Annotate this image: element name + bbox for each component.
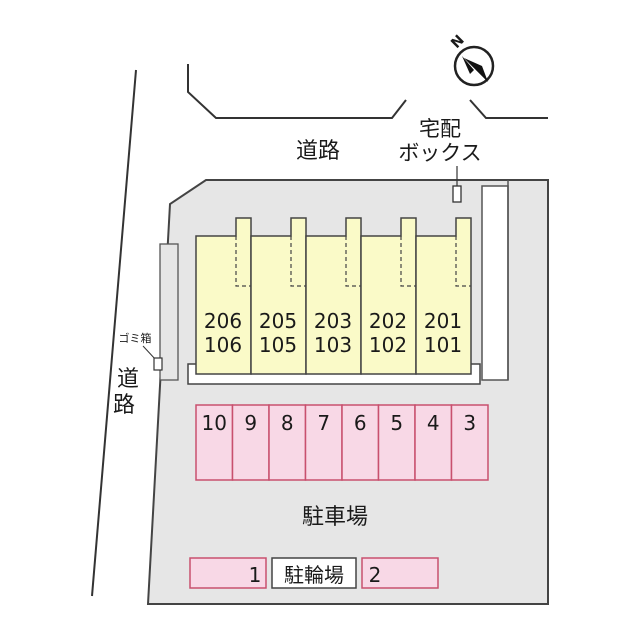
north-road-edge — [187, 64, 407, 119]
west-road-label-char-1: 道 — [117, 367, 139, 392]
west-road-edge — [91, 69, 137, 597]
parking-space-rect — [377, 404, 416, 481]
parking-space-rect — [268, 404, 307, 481]
parking-space: 6 — [341, 404, 380, 481]
parking-space-rect — [231, 404, 270, 481]
unit-dashed-outline — [235, 236, 251, 287]
west-strip — [159, 243, 179, 381]
west-road-label-char-2: 路 — [113, 393, 135, 418]
parking-space-number: 7 — [317, 411, 330, 435]
bicycle-space-2-label: 2 — [369, 563, 382, 587]
parking-space-number: 6 — [354, 411, 367, 435]
unit-dashed-outline — [400, 236, 416, 287]
parking-space-number: 5 — [390, 411, 403, 435]
unit-number-upper: 202 — [369, 309, 407, 333]
unit-number-upper: 201 — [424, 309, 462, 333]
bicycle-space-1 — [189, 557, 267, 589]
bicycle-parking-label: 駐輪場 — [284, 563, 344, 587]
unit-dashed-outline — [290, 236, 306, 287]
bicycle-label-box — [271, 557, 357, 589]
parking-space-rect — [414, 404, 453, 481]
unit-number-upper: 205 — [259, 309, 297, 333]
unit-number-upper: 206 — [204, 309, 242, 333]
parking-space-number: 9 — [244, 411, 257, 435]
parking-space: 5 — [377, 404, 416, 481]
unit-number-lower: 102 — [369, 333, 407, 357]
east-strip — [481, 185, 509, 381]
north-road-label: 道路 — [296, 139, 340, 164]
parking-space: 3 — [450, 404, 489, 481]
parking-space: 4 — [414, 404, 453, 481]
parking-space: 9 — [231, 404, 270, 481]
delivery-box-label-line2: ボックス — [398, 141, 481, 165]
parking-space: 8 — [268, 404, 307, 481]
garbage-box-label: ゴミ箱 — [119, 331, 152, 345]
unit-number-lower: 105 — [259, 333, 297, 357]
parking-space: 10 — [195, 404, 234, 481]
parking-label: 駐車場 — [302, 505, 368, 530]
unit-number-lower: 101 — [424, 333, 462, 357]
garbage-box — [153, 357, 163, 371]
parking-space: 7 — [304, 404, 343, 481]
parking-space-number: 8 — [281, 411, 294, 435]
unit-number-lower: 103 — [314, 333, 352, 357]
bicycle-space-1-label: 1 — [249, 563, 262, 587]
unit-dashed-outline — [345, 236, 361, 287]
parking-space-number: 4 — [427, 411, 440, 435]
unit-number-upper: 203 — [314, 309, 352, 333]
north-arrow-icon: N — [448, 32, 495, 87]
parking-space-rect — [195, 404, 234, 481]
unit-dashed-outline — [455, 236, 471, 287]
parking-space-number: 10 — [202, 411, 227, 435]
delivery-box — [452, 185, 462, 203]
delivery-box-label-line1: 宅配 — [419, 117, 461, 141]
north-road-edge-right — [469, 99, 548, 119]
parking-space-rect — [341, 404, 380, 481]
unit-number-lower: 106 — [204, 333, 242, 357]
bicycle-space-2 — [361, 557, 439, 589]
parking-space-number: 3 — [463, 411, 476, 435]
parking-space-rect — [450, 404, 489, 481]
